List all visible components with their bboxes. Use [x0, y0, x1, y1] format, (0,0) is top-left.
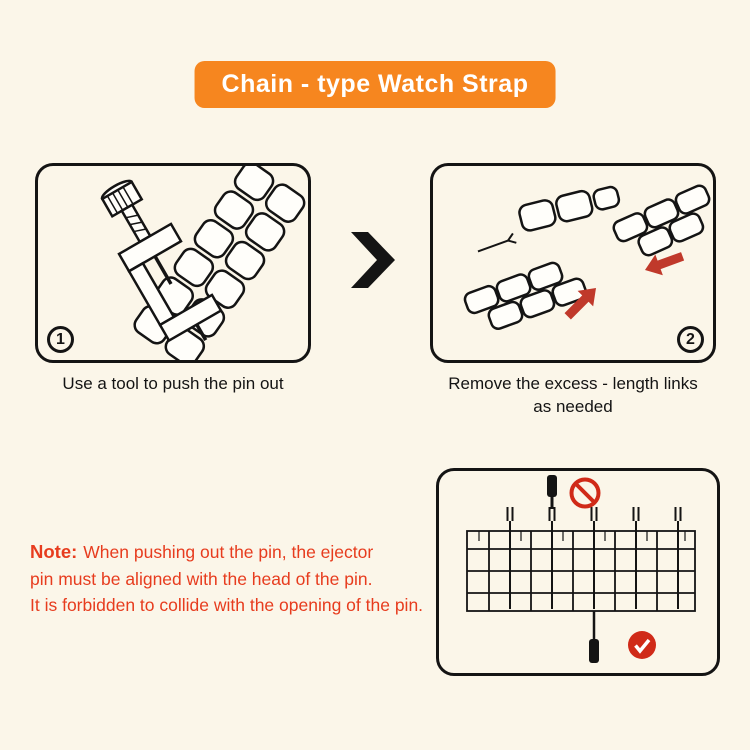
check-circle-icon — [628, 631, 656, 659]
note-line-1: Note:When pushing out the pin, the eject… — [30, 541, 374, 562]
spring-bar-pin — [477, 232, 517, 253]
note-line-2: pin must be aligned with the head of the… — [30, 568, 373, 589]
note-line-3: It is forbidden to collide with the open… — [30, 595, 424, 615]
pushed-out-pin — [195, 323, 208, 342]
page-title: Chain - type Watch Strap — [194, 61, 556, 108]
ejector-pin-bottom — [589, 611, 599, 663]
join-arrow-right — [645, 252, 685, 276]
next-step-arrow-icon — [351, 232, 395, 288]
pin-alignment-illustration — [466, 475, 696, 663]
band-cross-section — [466, 530, 696, 612]
remove-links-illustration — [463, 184, 711, 330]
step2-panel: 2 — [430, 163, 716, 363]
band-right-segment — [612, 184, 711, 257]
removed-links — [518, 185, 621, 232]
band-left-segment — [463, 261, 588, 330]
prohibition-circle-icon — [569, 477, 601, 509]
warning-note: Note:When pushing out the pin, the eject… — [30, 539, 440, 619]
step1-panel: 1 — [35, 163, 311, 363]
link-pins — [506, 507, 682, 609]
tool-push-pin-illustration — [100, 166, 306, 360]
pin-alignment-detail-panel — [436, 468, 720, 676]
step2-caption: Remove the excess - length links as need… — [448, 374, 698, 416]
join-arrow-left — [564, 288, 596, 320]
link-remover-tool — [100, 179, 223, 343]
note-label: Note: — [30, 541, 78, 562]
step-number-badge: 2 — [677, 326, 704, 353]
ejector-pin-top — [547, 475, 557, 509]
watch-band — [133, 166, 306, 360]
ejector-pin — [153, 255, 173, 285]
step-number-badge: 1 — [47, 326, 74, 353]
step1-caption: Use a tool to push the pin out — [62, 374, 284, 393]
